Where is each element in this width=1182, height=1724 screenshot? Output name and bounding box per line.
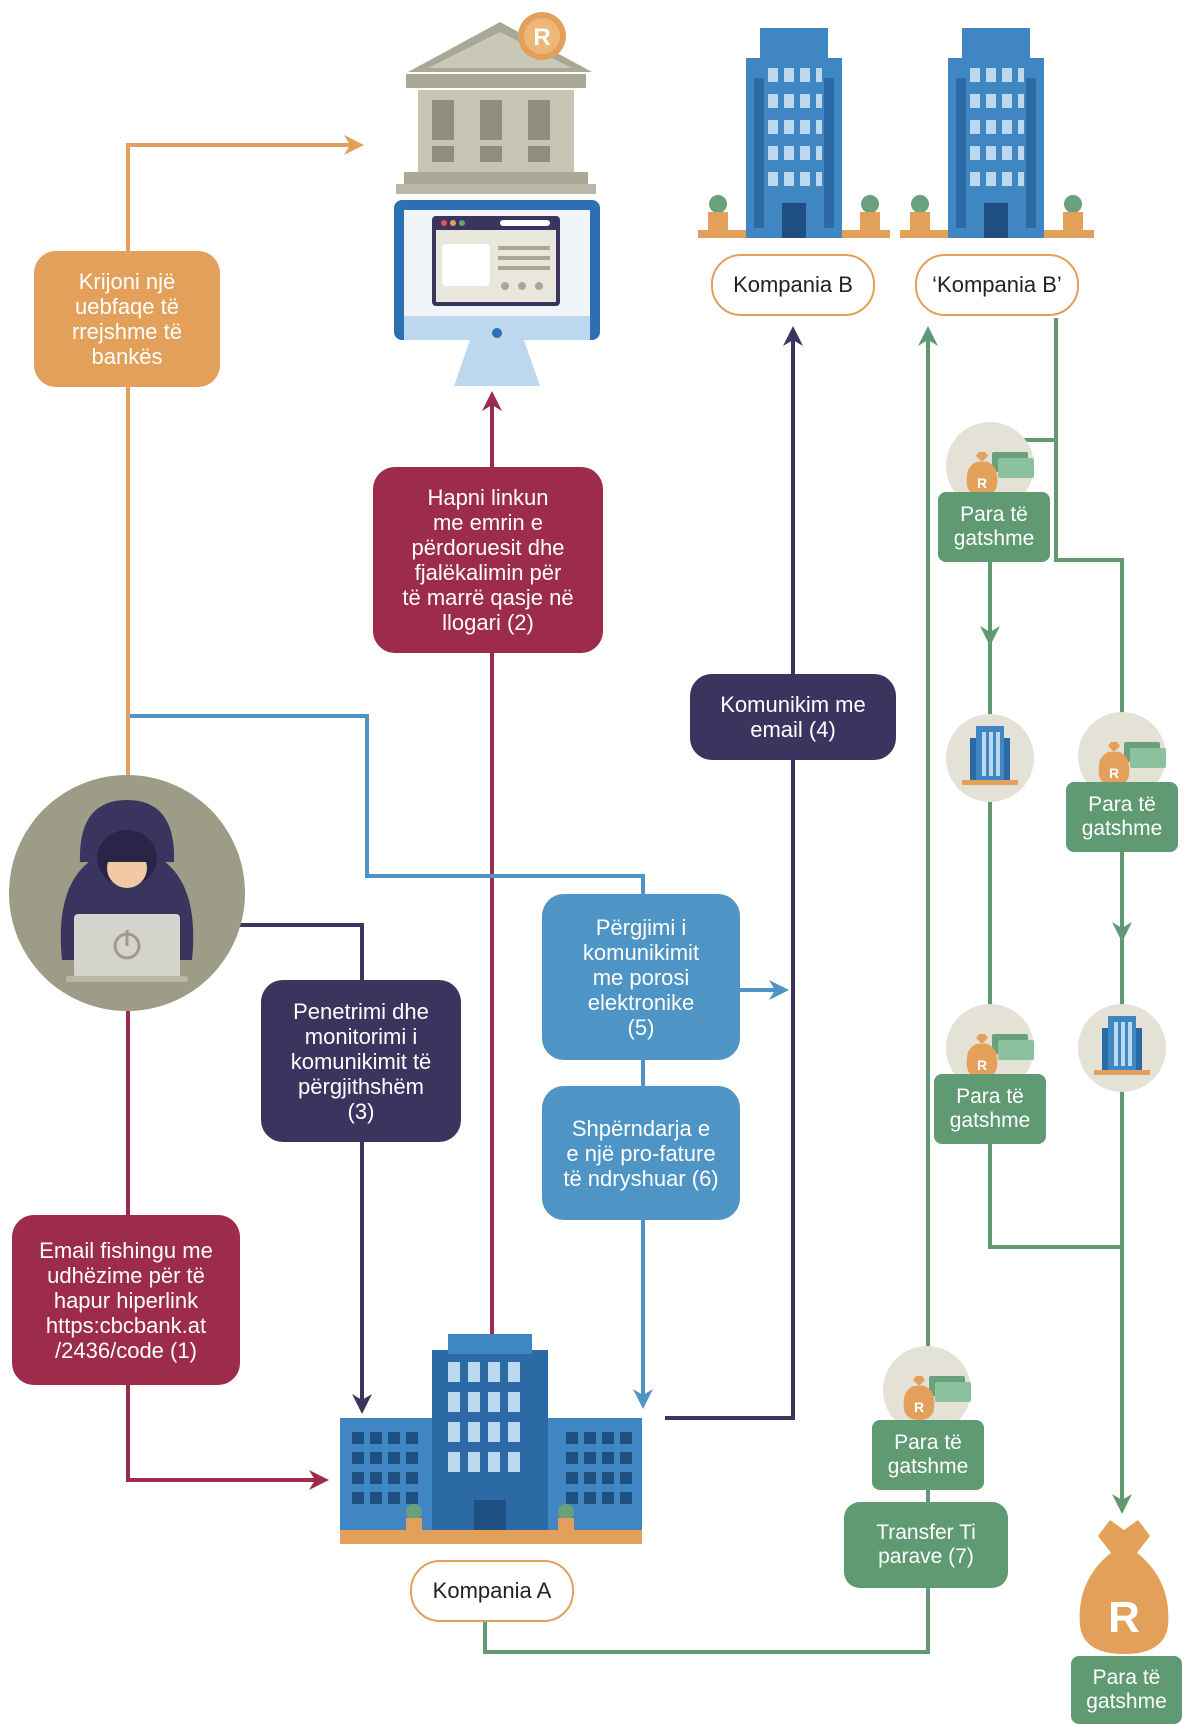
step-fake-website: Krijoni një uebfaqe të rrejshme të bankë… [34,251,220,387]
money-bag-icon: R [1079,1520,1169,1654]
building-icon [1078,1004,1166,1092]
step-1-phishing-email: Email fishingu me udhëzime për të hapur … [12,1215,240,1385]
company-b-building-icon [698,28,890,238]
company-a-label: Kompania A [410,1560,574,1622]
step-4-email-communication: Komunikim me email (4) [690,674,896,760]
computer-icon [394,200,600,386]
fake-company-b-building-icon [900,28,1094,238]
orange-connector [126,135,364,780]
fake-company-b-label: ‘Kompania B’ [915,254,1079,316]
bank-badge: R [518,12,566,60]
step-2-open-link: Hapni linkun me emrin e përdoruesit dhe … [373,467,603,653]
step-3-penetration: Penetrimi dhe monitorimi i komunikimit t… [261,980,461,1142]
company-b-label: Kompania B [711,254,875,316]
money-bag-letter: R [1108,1593,1140,1642]
cash-label: Para të gatshme [934,1074,1046,1144]
building-icon [946,714,1034,802]
step-5-interception: Përgjimi i komunikimit me porosi elektro… [542,894,740,1060]
step-6-altered-invoice: Shpërndarja e e një pro-fature të ndrysh… [542,1086,740,1220]
bank-badge-letter: R [533,24,550,51]
bank-icon [396,22,596,194]
cash-label: Para të gatshme [872,1420,984,1490]
hacker-icon [9,775,245,1011]
cash-label: Para të gatshme [1071,1656,1182,1724]
cash-label: Para të gatshme [1066,782,1178,852]
step-7-transfer: Transfer Ti parave (7) [844,1502,1008,1588]
company-a-building-icon [340,1334,642,1544]
cash-label: Para të gatshme [938,492,1050,562]
